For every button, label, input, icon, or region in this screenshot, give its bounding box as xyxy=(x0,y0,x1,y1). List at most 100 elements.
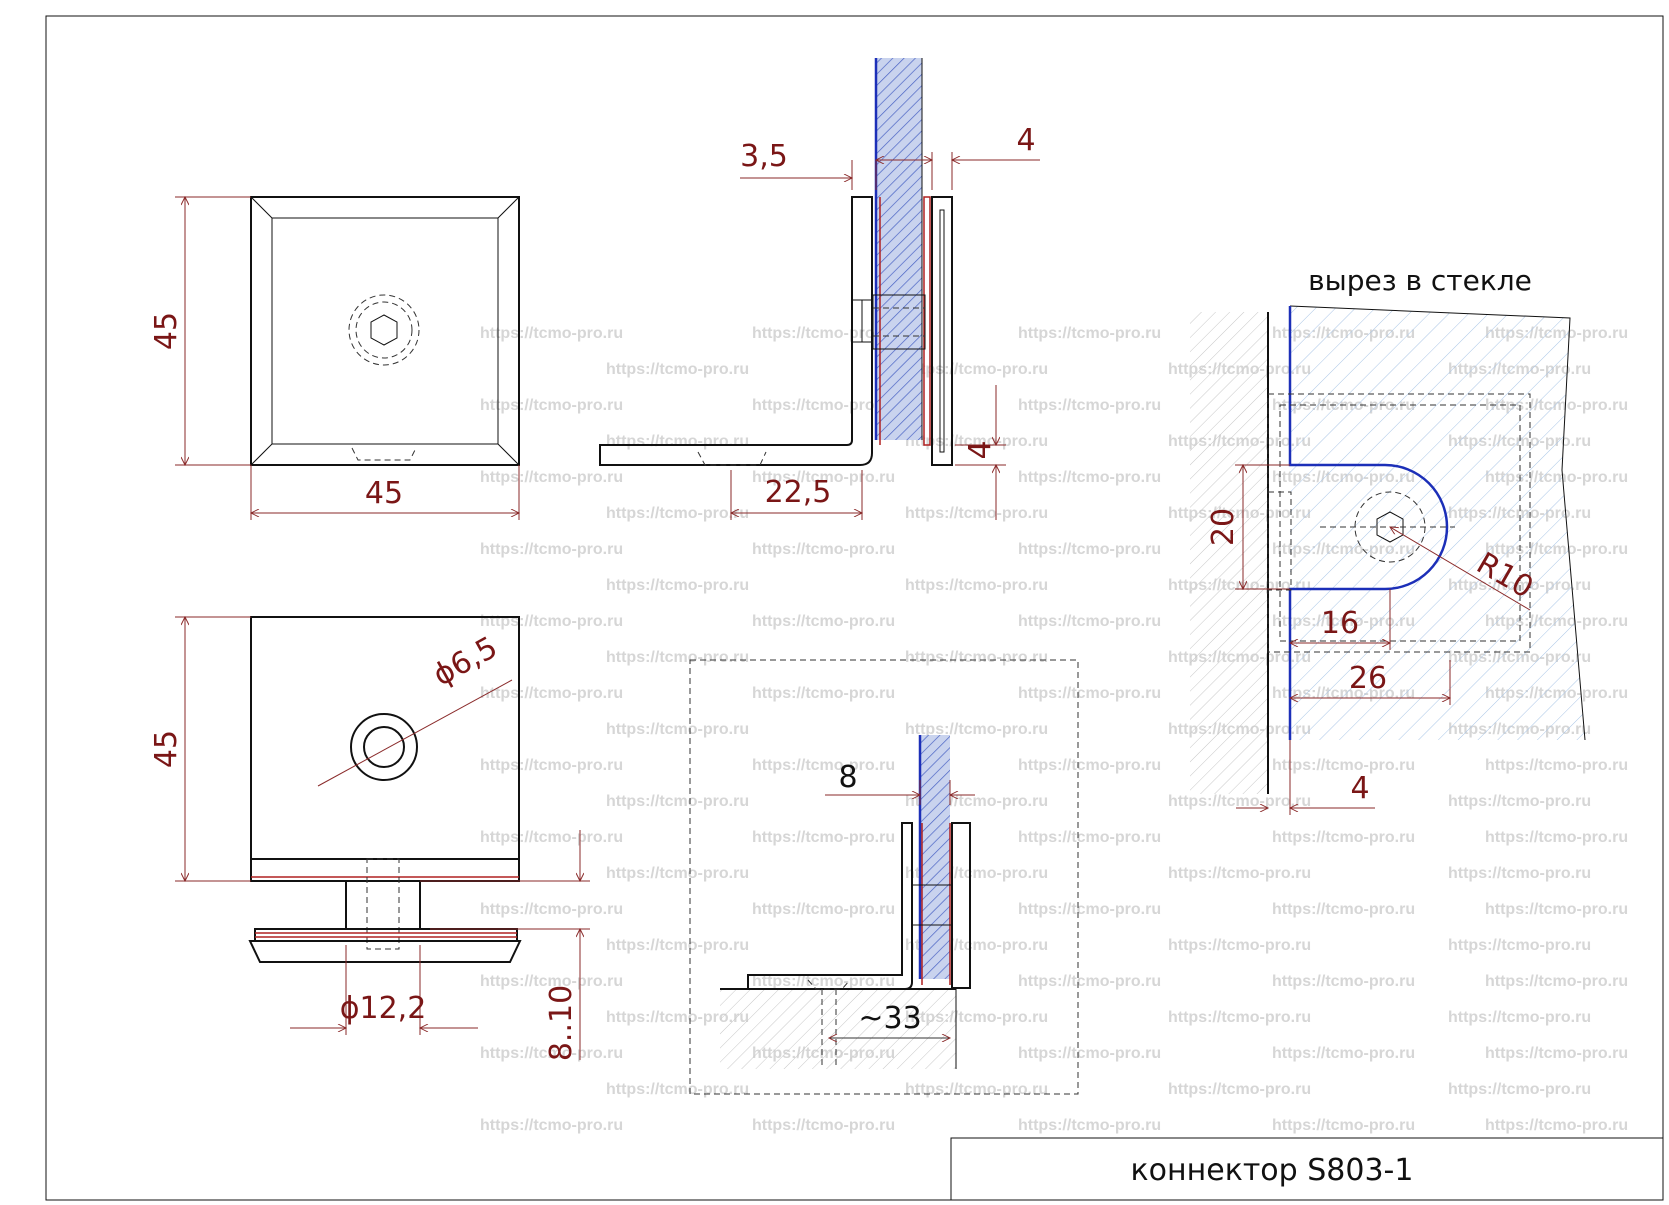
top-view: 45 45 xyxy=(149,197,519,520)
watermark-text: https://tcmo-pro.ru xyxy=(1272,901,1415,918)
watermark-text: https://tcmo-pro.ru xyxy=(1018,901,1161,918)
dim-side-4-top: 4 xyxy=(1016,123,1035,158)
watermark-text: https://tcmo-pro.ru xyxy=(1018,469,1161,486)
watermark-text: https://tcmo-pro.ru xyxy=(1168,1009,1311,1026)
watermark-text: https://tcmo-pro.ru xyxy=(1272,757,1415,774)
watermark-text: https://tcmo-pro.ru xyxy=(1485,757,1628,774)
watermark-text: https://tcmo-pro.ru xyxy=(905,505,1048,522)
watermark-text: https://tcmo-pro.ru xyxy=(1448,1081,1591,1098)
watermark-text: https://tcmo-pro.ru xyxy=(606,433,749,450)
watermark-text: https://tcmo-pro.ru xyxy=(480,613,623,630)
watermark-text: https://tcmo-pro.ru xyxy=(480,1045,623,1062)
watermark-text: https://tcmo-pro.ru xyxy=(752,1117,895,1134)
dim-cut-26: 26 xyxy=(1349,661,1387,696)
dim-side-4-vertical: 4 xyxy=(963,440,998,459)
watermark-text: https://tcmo-pro.ru xyxy=(606,577,749,594)
watermark-text: https://tcmo-pro.ru xyxy=(905,577,1048,594)
installation-view: 8 ~33 xyxy=(689,659,1079,1095)
dim-hole-diameter: ϕ6,5 xyxy=(427,630,503,693)
watermark-text: https://tcmo-pro.ru xyxy=(752,325,895,342)
drawing-frame xyxy=(45,15,1664,1201)
watermark-text: https://tcmo-pro.ru xyxy=(1018,1117,1161,1134)
drawing-title: коннектор S803-1 xyxy=(1131,1153,1414,1188)
watermark-text: https://tcmo-pro.ru xyxy=(480,901,623,918)
title-block: коннектор S803-1 xyxy=(950,1137,1664,1201)
watermark-text: https://tcmo-pro.ru xyxy=(752,397,895,414)
watermark-text: https://tcmo-pro.ru xyxy=(752,829,895,846)
cutout-title: вырез в стекле xyxy=(1308,264,1532,297)
dim-cut-gap: 4 xyxy=(1350,771,1369,806)
watermark-text: https://tcmo-pro.ru xyxy=(606,649,749,666)
watermark-text: https://tcmo-pro.ru xyxy=(606,793,749,810)
watermark-text: https://tcmo-pro.ru xyxy=(752,685,895,702)
watermark-text: https://tcmo-pro.ru xyxy=(1272,829,1415,846)
dim-cut-16: 16 xyxy=(1321,606,1359,641)
watermark-text: https://tcmo-pro.ru xyxy=(480,397,623,414)
watermark-text: https://tcmo-pro.ru xyxy=(1018,829,1161,846)
watermark-text: https://tcmo-pro.ru xyxy=(1448,793,1591,810)
watermark-text: https://tcmo-pro.ru xyxy=(1018,325,1161,342)
watermark-text: https://tcmo-pro.ru xyxy=(606,937,749,954)
watermark-text: https://tcmo-pro.ru xyxy=(1168,937,1311,954)
watermark-text: https://tcmo-pro.ru xyxy=(480,325,623,342)
watermark-text: https://tcmo-pro.ru xyxy=(1485,1117,1628,1134)
watermark-text: https://tcmo-pro.ru xyxy=(606,1081,749,1098)
watermark-text: https://tcmo-pro.ru xyxy=(480,469,623,486)
watermark-text: https://tcmo-pro.ru xyxy=(480,1117,623,1134)
watermark-text: https://tcmo-pro.ru xyxy=(606,1009,749,1026)
watermark-text: https://tcmo-pro.ru xyxy=(1018,613,1161,630)
watermark-text: https://tcmo-pro.ru xyxy=(1485,1045,1628,1062)
watermark-text: https://tcmo-pro.ru xyxy=(1272,1117,1415,1134)
watermark-text: https://tcmo-pro.ru xyxy=(905,721,1048,738)
dim-side-35: 3,5 xyxy=(740,139,788,174)
watermark-text: https://tcmo-pro.ru xyxy=(1272,1045,1415,1062)
dim-boss-diameter: ϕ12,2 xyxy=(340,991,427,1026)
watermark-text: https://tcmo-pro.ru xyxy=(1018,397,1161,414)
watermark-text: https://tcmo-pro.ru xyxy=(1018,685,1161,702)
watermark-text: https://tcmo-pro.ru xyxy=(480,541,623,558)
watermark-text: https://tcmo-pro.ru xyxy=(905,433,1048,450)
watermark-text: https://tcmo-pro.ru xyxy=(480,757,623,774)
dim-top-width: 45 xyxy=(365,476,403,511)
watermark-text: https://tcmo-pro.ru xyxy=(905,361,1048,378)
side-view: 3,5 4 4 22,5 xyxy=(599,58,1040,520)
watermark-text: https://tcmo-pro.ru xyxy=(1272,973,1415,990)
watermark-text: https://tcmo-pro.ru xyxy=(752,901,895,918)
watermark-text: https://tcmo-pro.ru xyxy=(1448,865,1591,882)
glass-section xyxy=(876,58,922,440)
watermark-text: https://tcmo-pro.ru xyxy=(752,541,895,558)
watermark-text: https://tcmo-pro.ru xyxy=(1168,793,1311,810)
watermark-text: https://tcmo-pro.ru xyxy=(752,973,895,990)
watermark-text: https://tcmo-pro.ru xyxy=(480,685,623,702)
watermark-text: https://tcmo-pro.ru xyxy=(1168,1081,1311,1098)
watermark-text: https://tcmo-pro.ru xyxy=(1018,541,1161,558)
watermark-text: https://tcmo-pro.ru xyxy=(905,1081,1048,1098)
watermark-text: https://tcmo-pro.ru xyxy=(1448,1009,1591,1026)
watermark-text: https://tcmo-pro.ru xyxy=(905,649,1048,666)
watermark-text: https://tcmo-pro.ru xyxy=(1485,973,1628,990)
cutout-view: вырез в стекле 20 R10 16 26 4 xyxy=(1190,264,1586,815)
watermark-text: https://tcmo-pro.ru xyxy=(752,757,895,774)
watermark-text: https://tcmo-pro.ru xyxy=(480,973,623,990)
dim-glass-range: 8..10 xyxy=(544,985,579,1061)
watermark-text: https://tcmo-pro.ru xyxy=(1168,865,1311,882)
watermark-text: https://tcmo-pro.ru xyxy=(1018,757,1161,774)
watermark-text: https://tcmo-pro.ru xyxy=(1018,1045,1161,1062)
watermark-text: https://tcmo-pro.ru xyxy=(480,829,623,846)
dim-install-depth: ~33 xyxy=(858,1001,921,1036)
dim-top-height: 45 xyxy=(149,312,184,350)
watermark-text: https://tcmo-pro.ru xyxy=(606,865,749,882)
watermark-text: https://tcmo-pro.ru xyxy=(606,721,749,738)
watermark-text: https://tcmo-pro.ru xyxy=(1448,937,1591,954)
watermark-text: https://tcmo-pro.ru xyxy=(606,361,749,378)
dim-cut-height: 20 xyxy=(1206,508,1241,546)
dim-side-225: 22,5 xyxy=(765,475,832,510)
watermark-text: https://tcmo-pro.ru xyxy=(1485,901,1628,918)
watermark-text: https://tcmo-pro.ru xyxy=(606,505,749,522)
watermark-text: https://tcmo-pro.ru xyxy=(1485,829,1628,846)
watermark-text: https://tcmo-pro.ru xyxy=(1018,973,1161,990)
dim-bottom-height: 45 xyxy=(149,730,184,768)
watermark-text: https://tcmo-pro.ru xyxy=(752,613,895,630)
dim-install-glass: 8 xyxy=(838,760,857,795)
